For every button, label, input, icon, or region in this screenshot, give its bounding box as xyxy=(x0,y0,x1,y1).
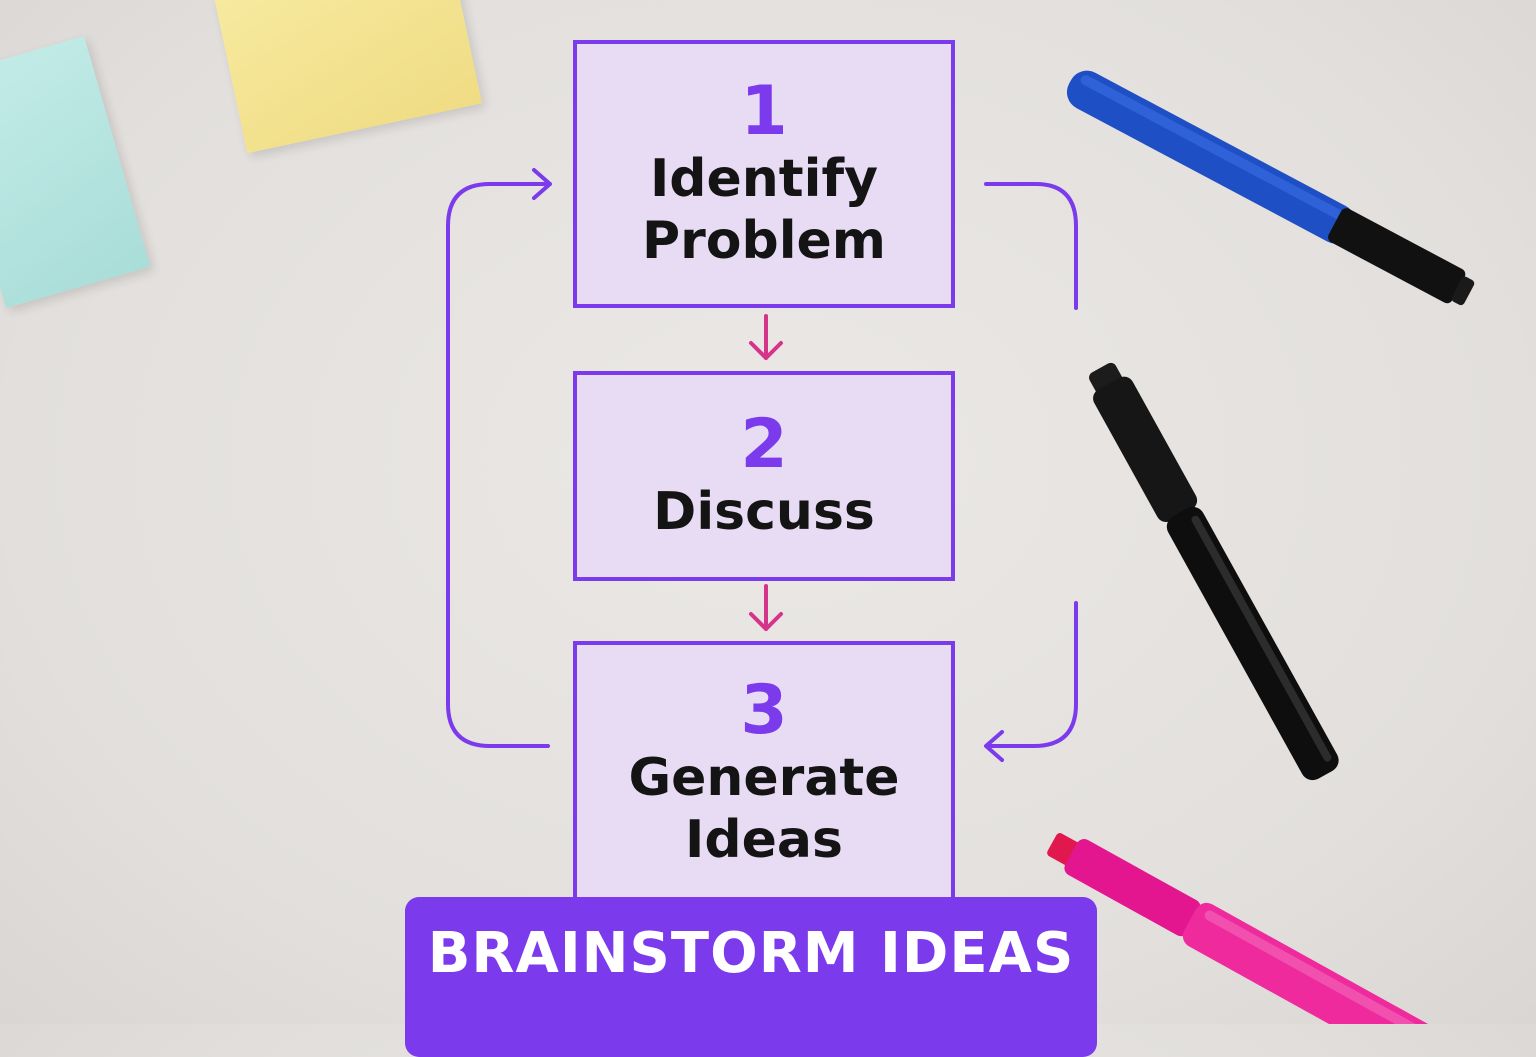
step-box-generate-ideas: 3 Generate Ideas xyxy=(573,641,955,931)
step-number: 2 xyxy=(740,405,788,484)
loop-arrow-right-top xyxy=(984,182,1078,310)
black-marker-icon xyxy=(1089,362,1339,781)
step-box-identify-problem: 1 Identify Problem xyxy=(573,40,955,308)
step-label: Discuss xyxy=(653,482,875,542)
step-box-discuss: 2 Discuss xyxy=(573,371,955,581)
blue-marker-icon xyxy=(1066,70,1475,306)
loop-arrow-left xyxy=(446,168,552,748)
title-banner: BRAINSTORM IDEAS xyxy=(405,897,1097,1057)
diagram-overlay xyxy=(446,70,1478,1024)
step-label: Identify Problem xyxy=(642,149,886,271)
step-number: 1 xyxy=(740,72,788,151)
loop-arrow-right-bottom xyxy=(984,601,1078,762)
step-label: Generate Ideas xyxy=(628,748,900,870)
pink-marker-icon xyxy=(1047,833,1478,1024)
banner-title: BRAINSTORM IDEAS xyxy=(427,921,1075,986)
down-arrow-2-to-3 xyxy=(749,584,783,631)
step-number: 3 xyxy=(740,671,788,750)
down-arrow-1-to-2 xyxy=(749,314,783,360)
